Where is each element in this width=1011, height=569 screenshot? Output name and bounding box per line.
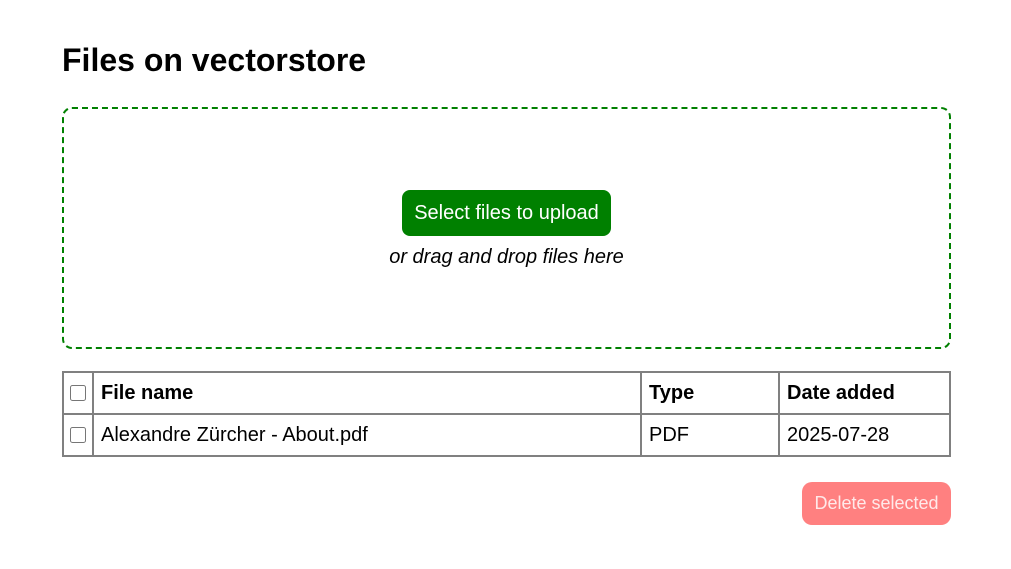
table-row: Alexandre Zürcher - About.pdf PDF 2025-0… xyxy=(62,413,951,457)
row-checkbox[interactable] xyxy=(70,427,86,444)
select-files-button[interactable]: Select files to upload xyxy=(402,189,611,236)
page-title: Files on vectorstore xyxy=(62,42,367,78)
drag-drop-hint: or drag and drop files here xyxy=(389,245,624,268)
date-added-cell: 2025-07-28 xyxy=(778,413,951,457)
select-all-checkbox[interactable] xyxy=(70,385,86,402)
table-header-row: File name Type Date added xyxy=(62,371,951,415)
column-header-type: Type xyxy=(640,371,780,415)
column-header-date-added: Date added xyxy=(778,371,951,415)
row-select-cell xyxy=(62,413,94,457)
column-header-file-name: File name xyxy=(92,371,642,415)
files-table: File name Type Date added Alexandre Zürc… xyxy=(62,371,951,457)
file-type-cell: PDF xyxy=(640,413,780,457)
delete-selected-button[interactable]: Delete selected xyxy=(802,482,951,525)
select-all-cell xyxy=(62,371,94,415)
file-name-cell: Alexandre Zürcher - About.pdf xyxy=(92,413,642,457)
file-dropzone[interactable]: Select files to upload or drag and drop … xyxy=(62,107,951,349)
